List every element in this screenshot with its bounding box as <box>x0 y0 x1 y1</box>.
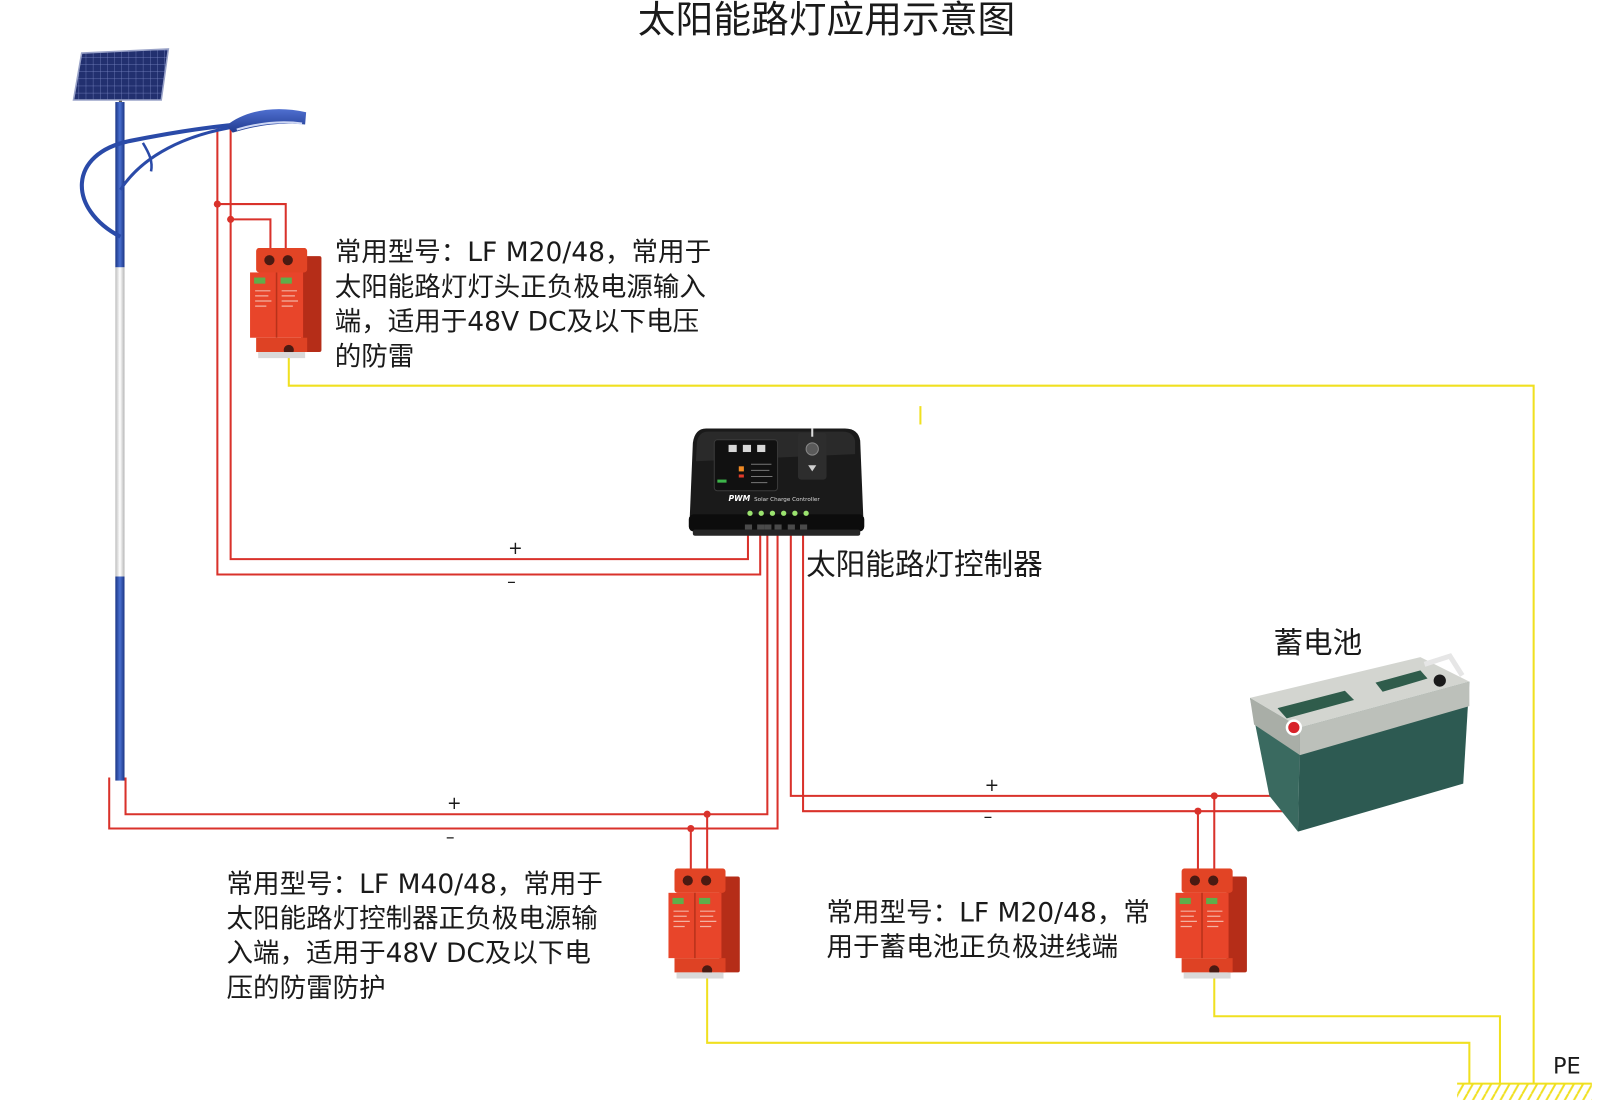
controller-display-panel <box>713 439 779 492</box>
lamp-plus-label: + <box>508 539 523 559</box>
controller-spd-pe-wire <box>706 977 1471 1084</box>
lamp-arm-lower <box>79 122 237 239</box>
status-led-red <box>738 474 744 478</box>
panel-positive-wire <box>124 528 769 816</box>
controller-terminal <box>787 524 795 530</box>
note-line: 常用型号：LF M40/48，常用于 <box>227 869 603 900</box>
lamp-surge-protector-icon <box>250 247 323 359</box>
load-status-icon <box>757 444 766 453</box>
solar-panel-icon <box>72 48 170 101</box>
controller-terminal <box>800 524 808 530</box>
controller-terminal <box>774 524 782 530</box>
wire-junction <box>687 824 695 833</box>
battery-negative-wire <box>802 528 1284 813</box>
controller-led <box>758 510 764 516</box>
lamp-minus-label: – <box>507 573 516 593</box>
note-line: 常用型号：LF M20/48，常 <box>827 897 1150 928</box>
controller-label: 太阳能路灯控制器 <box>806 547 1043 581</box>
controller-led <box>792 510 798 516</box>
controller-led <box>781 510 787 516</box>
battery-icon <box>1249 653 1470 832</box>
battery-surge-protector-icon <box>1175 868 1248 980</box>
wire-junction <box>703 810 711 818</box>
controller-flange <box>692 529 861 536</box>
controller-base <box>688 514 865 532</box>
controller-led-row <box>747 510 809 516</box>
battery-status-icon <box>742 444 752 453</box>
note-line: 太阳能路灯灯头正负极电源输入 <box>335 272 706 303</box>
battery-plus-label: + <box>985 776 1000 796</box>
controller-led <box>803 510 809 516</box>
load-icon <box>808 465 817 472</box>
lamp-positive-wire <box>229 128 749 561</box>
pe-wiring <box>287 357 1535 1084</box>
battery-handle <box>1423 653 1465 677</box>
controller-led <box>747 510 753 516</box>
pole-upper-blue <box>115 102 125 268</box>
note-line: 用于蓄电池正负极进线端 <box>827 932 1119 963</box>
note-line: 入端，适用于48V DC及以下电 <box>227 938 591 969</box>
battery-spd-note: 常用型号：LF M20/48，常 用于蓄电池正负极进线端 <box>827 897 1150 963</box>
status-led-green <box>717 479 727 483</box>
wire-junction <box>213 200 221 208</box>
controller-knob <box>805 442 819 456</box>
panel-negative-wire <box>108 528 779 830</box>
note-line: 压的防雷防护 <box>227 973 386 1004</box>
wire-junction <box>1194 807 1202 815</box>
charge-controller-icon: PWM Solar Charge Controller <box>688 428 865 536</box>
dc-wiring <box>108 128 1284 874</box>
controller-terminals <box>744 524 808 530</box>
controller-brand: PWM <box>729 494 751 503</box>
battery-positive-terminal-cap <box>1288 721 1300 734</box>
battery-positive-wire <box>789 528 1284 797</box>
controller-switch-module <box>797 432 827 480</box>
note-line: 太阳能路灯控制器正负极电源输 <box>227 904 598 935</box>
status-led-orange <box>738 466 744 472</box>
battery-label: 蓄电池 <box>1273 626 1362 660</box>
battery-minus-label: – <box>984 807 993 827</box>
ground-icon <box>1457 1082 1592 1100</box>
note-line: 的防雷 <box>335 341 415 372</box>
panel-minus-label: – <box>446 828 455 848</box>
lamp-spd-note: 常用型号：LF M20/48，常用于 太阳能路灯灯头正负极电源输入 端，适用于4… <box>335 237 711 372</box>
controller-caption: Solar Charge Controller <box>754 497 820 503</box>
controller-terminal <box>744 524 753 530</box>
wire-junction <box>1210 792 1218 800</box>
panel-plus-label: + <box>447 794 462 814</box>
controller-surge-protector-icon <box>668 868 741 980</box>
lamp-arm-brace <box>141 142 153 172</box>
controller-spd-note: 常用型号：LF M40/48，常用于 太阳能路灯控制器正负极电源输 入端，适用于… <box>227 869 603 1004</box>
battery-lid-left <box>1249 697 1300 756</box>
controller-led <box>769 510 776 516</box>
note-line: 常用型号：LF M20/48，常用于 <box>335 237 711 268</box>
pole-lower-blue <box>115 576 125 781</box>
street-lamp-icon <box>72 48 307 781</box>
controller-terminal <box>757 524 765 530</box>
controller-terminal <box>764 524 772 530</box>
battery-top-label <box>1277 690 1355 719</box>
pole-middle-white <box>115 267 125 577</box>
battery-lid-front <box>1299 681 1470 756</box>
lamp-spd-branch-wire <box>217 203 287 254</box>
diagram-title: 太阳能路灯应用示意图 <box>638 0 1016 42</box>
lamp-spd-branch-wire <box>230 218 272 254</box>
battery-negative-terminal <box>1433 674 1446 687</box>
panel-markings <box>751 463 773 484</box>
lamp-spd-pe-wire <box>287 357 1535 1084</box>
lamp-negative-wire <box>216 128 762 576</box>
wire-junction <box>227 215 235 223</box>
battery-spd-pe-wire <box>1213 977 1501 1084</box>
lamp-lens <box>236 121 303 131</box>
ground-label: PE <box>1553 1053 1581 1079</box>
battery-top-label <box>1375 670 1428 692</box>
lamp-arm-upper <box>119 125 237 191</box>
ground-bar <box>1457 1083 1592 1100</box>
note-line: 端，适用于48V DC及以下电压 <box>335 307 699 338</box>
solar-status-icon <box>728 444 737 453</box>
